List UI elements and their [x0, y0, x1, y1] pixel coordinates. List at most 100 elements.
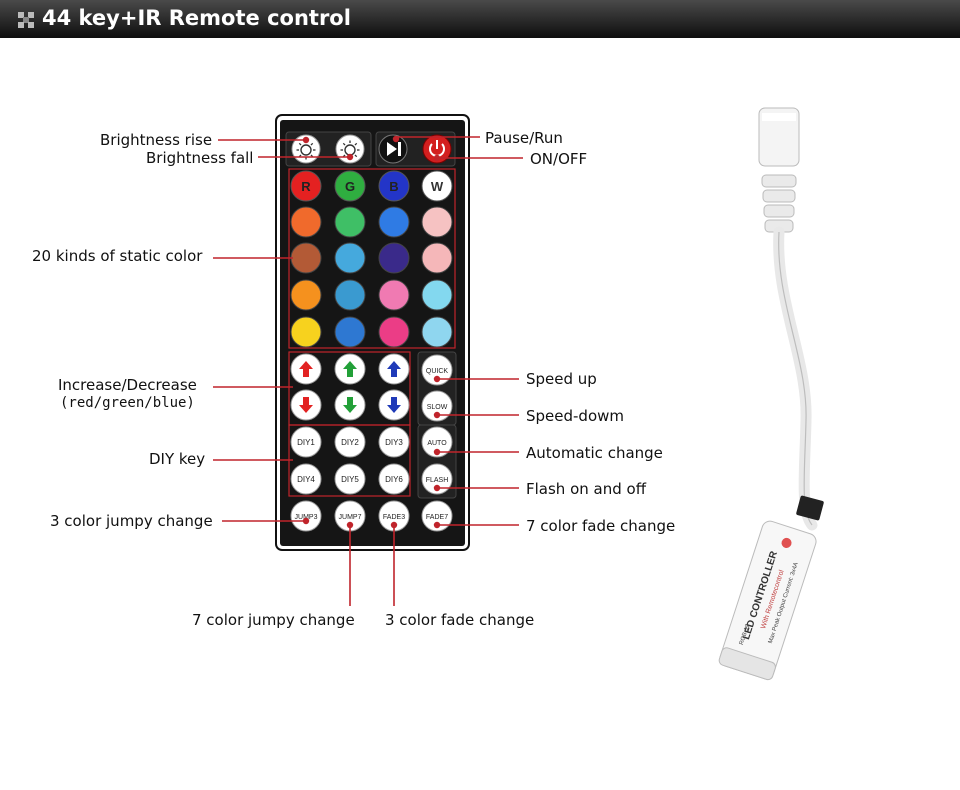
label-brightness-fall: Brightness fall	[146, 149, 254, 167]
label-brightness-rise: Brightness rise	[100, 131, 213, 149]
diy-button-label: DIY4	[297, 475, 315, 484]
diy-button-label: DIY3	[385, 438, 403, 447]
color-button-label: B	[389, 179, 398, 194]
increase-button	[290, 353, 322, 385]
decrease-button	[378, 389, 410, 421]
cable	[773, 226, 818, 531]
color-button-label: G	[345, 179, 355, 194]
power-button	[422, 134, 452, 164]
header-bar: 44 key+IR Remote control	[0, 0, 960, 38]
color-button-g: G	[334, 170, 366, 202]
label-pause-run: Pause/Run	[485, 129, 563, 147]
diy-button: DIY1	[290, 426, 322, 458]
color-button	[378, 242, 410, 274]
diy-button: DIY5	[334, 463, 366, 495]
leader-dot	[433, 375, 441, 383]
color-button-b: B	[378, 170, 410, 202]
side-button-label: SLOW	[427, 404, 448, 411]
flash-button: FLASH	[421, 463, 453, 495]
bottom-button-label: JUMP7	[339, 514, 362, 521]
color-button	[334, 279, 366, 311]
color-button-r: R	[290, 170, 322, 202]
status-led-icon	[781, 537, 792, 548]
diy-button: DIY4	[290, 463, 322, 495]
leader-dot	[433, 448, 441, 456]
arrow-up-icon	[299, 361, 313, 377]
color-button-label: R	[301, 179, 311, 194]
color-button	[290, 206, 322, 238]
color-button	[334, 242, 366, 274]
arrow-down-icon	[343, 397, 357, 413]
strain-relief-ring	[763, 204, 795, 218]
diy-button-label: DIY1	[297, 438, 315, 447]
label-auto-change: Automatic change	[526, 444, 663, 462]
color-button	[421, 279, 453, 311]
auto-button: AUTO	[421, 426, 453, 458]
label-rgb-channels: (red/green/blue)	[60, 395, 195, 411]
color-button	[290, 279, 322, 311]
label-fade3: 3 color fade change	[385, 611, 535, 629]
strain-relief-ring	[762, 189, 796, 203]
color-button	[421, 206, 453, 238]
color-button	[378, 206, 410, 238]
side-button-label: QUICK	[426, 368, 449, 375]
arrow-down-icon	[299, 397, 313, 413]
page-title: 44 key+IR Remote control	[42, 6, 351, 30]
label-diy-key: DIY key	[149, 450, 206, 468]
leader-dot	[392, 135, 400, 143]
decrease-button	[334, 389, 366, 421]
ir-connector	[796, 495, 824, 521]
label-on-off: ON/OFF	[530, 150, 588, 168]
jump3-button: JUMP3	[290, 500, 322, 532]
label-jump3: 3 color jumpy change	[50, 512, 213, 530]
diy-button-label: DIY2	[341, 438, 359, 447]
arrow-down-icon	[387, 397, 401, 413]
grid-icon	[18, 12, 34, 28]
arrow-up-icon	[387, 361, 401, 377]
leader-dot	[346, 153, 354, 161]
increase-button	[378, 353, 410, 385]
bottom-button-label: JUMP3	[295, 514, 318, 521]
color-button-label: W	[431, 179, 444, 194]
strain-relief-ring	[761, 174, 797, 188]
leader-dot	[433, 521, 441, 529]
color-button	[290, 316, 322, 348]
bottom-button-label: FADE7	[426, 514, 448, 521]
diy-button: DIY3	[378, 426, 410, 458]
diy-button-label: DIY5	[341, 475, 359, 484]
label-static-color: 20 kinds of static color	[32, 247, 203, 265]
dc-jack-head	[758, 107, 800, 167]
jump7-button: JUMP7	[334, 500, 366, 532]
color-button	[421, 316, 453, 348]
leader-dot	[302, 136, 310, 144]
increase-button	[334, 353, 366, 385]
side-button-label: FLASH	[426, 477, 449, 484]
label-flash: Flash on and off	[526, 480, 647, 498]
decrease-button	[290, 389, 322, 421]
color-button	[378, 279, 410, 311]
bottom-button-label: FADE3	[383, 514, 405, 521]
label-fade7: 7 color fade change	[526, 517, 676, 535]
side-button-label: AUTO	[427, 440, 447, 447]
color-button	[334, 206, 366, 238]
diy-button: DIY2	[334, 426, 366, 458]
fade3-button: FADE3	[378, 500, 410, 532]
leader-dot	[390, 521, 398, 529]
label-jump7: 7 color jumpy change	[192, 611, 355, 629]
diy-button: DIY6	[378, 463, 410, 495]
color-button-w: W	[421, 170, 453, 202]
label-speed-up: Speed up	[526, 370, 597, 388]
label-increase-decrease: Increase/Decrease	[58, 376, 197, 394]
color-button	[378, 316, 410, 348]
diy-button-label: DIY6	[385, 475, 403, 484]
leader-dot	[433, 411, 441, 419]
quick-button: QUICK	[421, 354, 453, 386]
color-button	[421, 242, 453, 274]
arrow-up-icon	[343, 361, 357, 377]
label-speed-down: Speed-dowm	[526, 407, 625, 425]
fade7-button: FADE7	[421, 500, 453, 532]
slow-button: SLOW	[421, 390, 453, 422]
color-button	[290, 242, 322, 274]
